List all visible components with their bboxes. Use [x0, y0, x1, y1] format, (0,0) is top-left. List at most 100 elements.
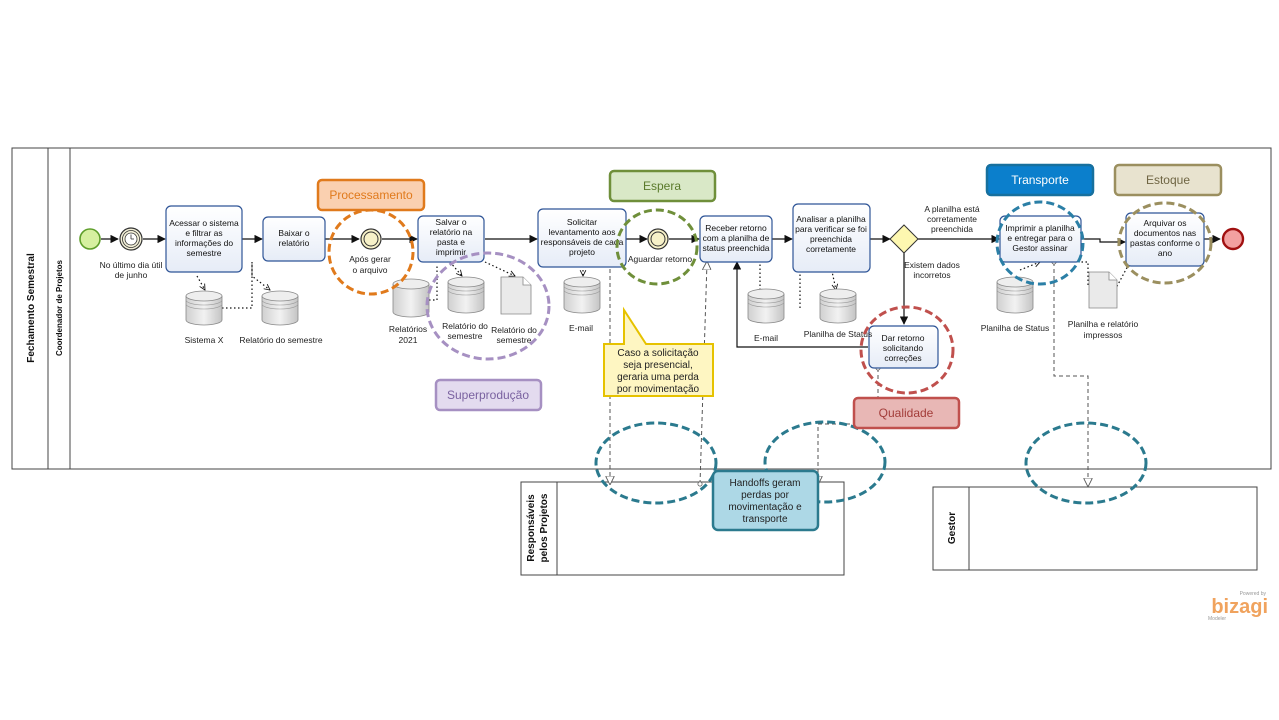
handoff-highlight-2: [763, 420, 887, 504]
relatorio-semestre-label-1: Relatório do semestre: [239, 335, 322, 345]
relatorio-semestre-label-3b: semestre: [497, 335, 532, 345]
task-arquivar-documentos: Arquivar os documentos nas pastas confor…: [1125, 212, 1205, 267]
gateway-yes-label-1: A planilha está: [924, 204, 980, 214]
after-file-event: [360, 228, 382, 250]
svg-text:imprimir: imprimir: [436, 247, 466, 257]
espera-highlight: [615, 208, 699, 286]
email-label-2: E-mail: [754, 333, 778, 343]
svg-text:Transporte: Transporte: [1011, 173, 1069, 187]
gateway-no-label-2: incorretos: [913, 270, 950, 280]
tag-qualidade: Qualidade: [852, 396, 961, 430]
gestor-pool-title: Gestor: [947, 512, 958, 544]
svg-text:pasta e: pasta e: [437, 237, 465, 247]
svg-text:Espera: Espera: [643, 179, 681, 193]
datastore-relatorio-semestre-2: [447, 276, 485, 314]
task-acessar-sistema: Acessar o sistema e filtrar as informaçõ…: [165, 205, 243, 273]
svg-text:informações do: informações do: [175, 238, 233, 248]
handoff-highlight-3: [1024, 421, 1148, 505]
svg-text:Modeler: Modeler: [1208, 616, 1226, 622]
svg-text:projeto: projeto: [569, 247, 595, 257]
svg-text:e entregar para o: e entregar para o: [1007, 233, 1072, 243]
tag-espera: Espera: [608, 169, 717, 203]
tag-processamento: Processamento: [316, 178, 426, 212]
svg-text:Dar retorno: Dar retorno: [882, 333, 925, 343]
main-pool-title: Fechamento Semestral: [26, 253, 37, 363]
svg-text:e filtrar as: e filtrar as: [185, 228, 222, 238]
svg-text:Acessar o sistema: Acessar o sistema: [169, 218, 239, 228]
svg-text:Gestor assinar: Gestor assinar: [1012, 243, 1067, 253]
task-analisar-planilha: Analisar a planilha para verificar se fo…: [792, 203, 871, 273]
svg-text:relatório: relatório: [279, 238, 310, 248]
svg-text:solicitando: solicitando: [883, 343, 923, 353]
svg-text:Baixar o: Baixar o: [278, 228, 309, 238]
svg-text:correções: correções: [884, 353, 921, 363]
timer-label-2: de junho: [115, 270, 148, 280]
svg-text:movimentação e: movimentação e: [728, 502, 802, 513]
end-event: [1221, 227, 1245, 251]
datastore-sistema-x: [185, 290, 223, 326]
datastore-planilha-status-1: [819, 288, 857, 324]
relatorio-semestre-label-2b: semestre: [448, 331, 483, 341]
svg-text:Analisar a planilha: Analisar a planilha: [796, 214, 866, 224]
bizagi-logo: Powered by bizagi Modeler: [1208, 591, 1268, 622]
relatorio-semestre-label-2a: Relatório do: [442, 321, 488, 331]
handoff-highlight-1: [594, 421, 718, 505]
gateway-no-label-1: Existem dados: [904, 260, 960, 270]
svg-text:para verificar se foi: para verificar se foi: [795, 224, 867, 234]
svg-text:bizagi: bizagi: [1211, 596, 1268, 618]
after-file-label-1: Após gerar: [349, 254, 391, 264]
estoque-highlight: [1117, 201, 1213, 285]
svg-text:Salvar o: Salvar o: [435, 217, 466, 227]
start-event: [79, 228, 101, 250]
svg-text:documentos nas: documentos nas: [1134, 228, 1196, 238]
task-salvar-relatorio: Salvar o relatório na pasta e imprimir: [417, 215, 485, 263]
tag-estoque: Estoque: [1113, 163, 1223, 197]
svg-text:Handoffs geram: Handoffs geram: [730, 478, 801, 489]
wait-event: [647, 228, 669, 250]
svg-text:relatório na: relatório na: [430, 227, 473, 237]
task-receber-retorno: Receber retorno com a planilha de status…: [699, 215, 773, 263]
datastore-email-2: [747, 288, 785, 324]
timer-label-1: No último dia útil: [100, 260, 163, 270]
svg-text:Estoque: Estoque: [1146, 173, 1190, 187]
svg-text:Processamento: Processamento: [329, 188, 413, 202]
document-relatorio-semestre: [500, 276, 532, 315]
datastore-email-1: [563, 276, 601, 314]
responsaveis-pool-title-line2: pelos Projetos: [539, 493, 550, 562]
svg-text:Caso a solicitação: Caso a solicitação: [617, 348, 699, 359]
svg-text:Receber retorno: Receber retorno: [705, 223, 767, 233]
task-solicitar-levantamento: Solicitar levantamento aos responsáveis …: [537, 208, 627, 268]
svg-text:ano: ano: [1158, 248, 1172, 258]
svg-text:Solicitar: Solicitar: [567, 217, 597, 227]
sistema-x-label: Sistema X: [185, 335, 224, 345]
relatorios-2021-label-2: 2021: [399, 335, 418, 345]
datastore-relatorio-semestre: [261, 290, 299, 326]
message-flows: [610, 262, 1088, 486]
tag-superproducao: Superprodução: [434, 378, 543, 412]
svg-text:pastas conforme o: pastas conforme o: [1130, 238, 1200, 248]
waste-highlights: [327, 200, 1213, 505]
tag-transporte: Transporte: [985, 163, 1095, 197]
svg-text:Superprodução: Superprodução: [447, 388, 529, 402]
sequence-flows: [101, 234, 1221, 348]
svg-text:status preenchida: status preenchida: [702, 243, 769, 253]
svg-text:perdas por: perdas por: [741, 490, 789, 501]
planilha-status-label-2: Planilha de Status: [981, 323, 1050, 333]
gateway-yes-label-2: corretamente: [927, 214, 977, 224]
svg-text:semestre: semestre: [187, 248, 222, 258]
qualidade-highlight: [859, 305, 955, 395]
timer-event: [119, 227, 143, 251]
svg-text:responsáveis de cada: responsáveis de cada: [541, 237, 624, 247]
planilha-relatorio-label-1: Planilha e relatório: [1068, 319, 1139, 329]
task-imprimir-planilha: Imprimir a planilha e entregar para o Ge…: [999, 215, 1082, 263]
svg-text:levantamento aos: levantamento aos: [548, 227, 615, 237]
svg-text:Arquivar os: Arquivar os: [1144, 218, 1187, 228]
relatorios-2021-label-1: Relatórios: [389, 324, 427, 334]
gateway-yes-label-3: preenchida: [931, 224, 973, 234]
relatorio-semestre-label-3a: Relatório do: [491, 325, 537, 335]
svg-text:Imprimir a planilha: Imprimir a planilha: [1005, 223, 1075, 233]
superproducao-highlight: [425, 251, 551, 361]
task-baixar-relatorio: Baixar o relatório: [262, 216, 326, 262]
svg-text:preenchida: preenchida: [810, 234, 852, 244]
svg-text:transporte: transporte: [742, 514, 787, 525]
